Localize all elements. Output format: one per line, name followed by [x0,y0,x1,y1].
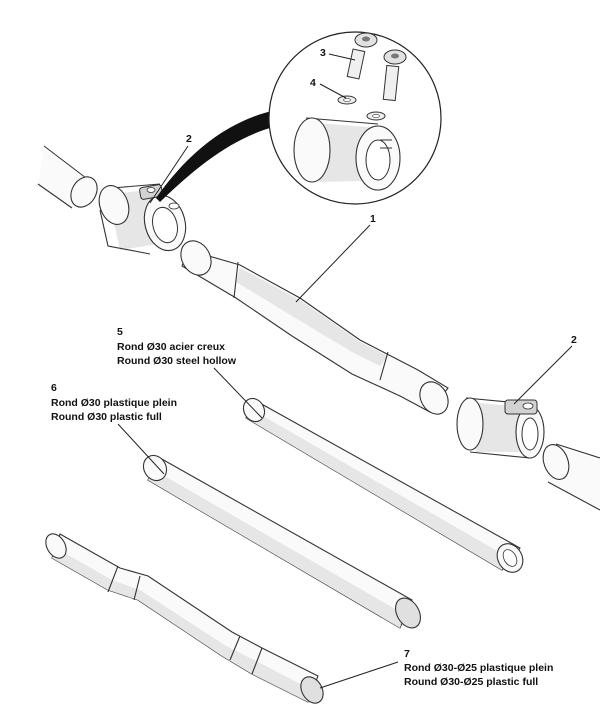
label-part-4: 4 [310,77,316,89]
right-clamp [456,397,545,459]
caption-part-6-fr: Rond Ø30 plastique plein [51,397,177,409]
caption-part-7-en: Round Ø30-Ø25 plastic full [404,676,538,688]
label-part-1: 1 [370,213,376,225]
main-bar [180,240,449,415]
label-part-7: 7 [404,648,410,660]
caption-part-5-en: Round Ø30 steel hollow [117,355,237,367]
tube-5 [242,397,524,573]
left-clamp [98,183,187,255]
tube-6 [142,454,421,629]
caption-part-5-fr: Rond Ø30 acier creux [117,341,225,353]
label-part-6: 6 [51,382,57,394]
label-part-5: 5 [117,326,123,338]
left-tube-stub [37,145,98,209]
screw-right [382,49,407,102]
tube-7 [45,533,324,704]
label-part-2-left: 2 [186,133,192,145]
label-part-2-right: 2 [571,334,577,346]
right-tube-stub [542,443,600,511]
label-part-3: 3 [320,47,326,59]
detail-callout [156,31,442,205]
screw-left [346,32,378,80]
caption-part-6-en: Round Ø30 plastic full [51,411,162,423]
caption-part-7-fr: Rond Ø30-Ø25 plastique plein [404,662,553,674]
